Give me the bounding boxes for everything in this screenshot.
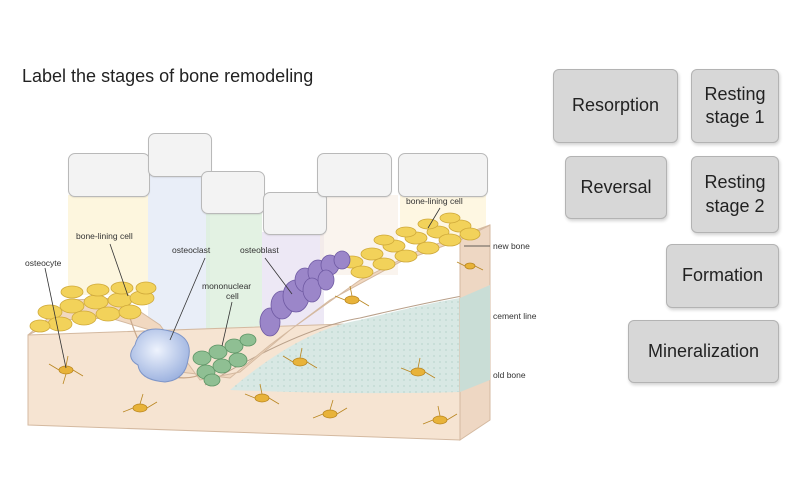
osteoclast-cell [130,328,190,383]
drop-zone-1[interactable] [68,153,150,197]
tile-reversal-label: Reversal [580,176,652,197]
drop-zone-6[interactable] [398,153,488,197]
lining-cells-right [340,212,481,279]
tile-resting-stage-2-line2: stage 2 [705,195,765,216]
page-title: Label the stages of bone remodeling [22,66,314,86]
tile-mineralization[interactable]: Mineralization [628,320,779,383]
drop-zone-4[interactable] [263,192,327,235]
tile-resting-stage-2-line1: Resting [704,172,766,193]
label-cement-line: cement line [493,311,537,321]
tile-resting-stage-2[interactable]: Resting stage 2 [691,156,779,233]
label-new-bone: new bone [493,241,530,251]
label-osteoblast: osteoblast [240,245,279,255]
drop-zone-5[interactable] [317,153,392,197]
tile-formation[interactable]: Formation [666,244,779,308]
leader-lines [44,207,490,369]
tile-resting-stage-1-line1: Resting [704,83,766,104]
label-old-bone: old bone [493,370,526,380]
osteocytes [48,261,484,425]
osteoblasts [259,250,351,337]
tile-formation-label: Formation [681,265,764,286]
lining-cells-left [29,281,157,333]
label-bone-lining-cell-left: bone-lining cell [76,231,133,241]
tile-resting-stage-1-line2: stage 1 [705,107,765,127]
label-mononuclear-line2: cell [226,291,239,301]
mononuclear-cells [192,333,257,387]
label-mononuclear-line1: mononuclear [202,281,251,291]
drop-zone-3[interactable] [201,171,265,214]
tile-reversal[interactable]: Reversal [565,156,667,219]
tile-resorption[interactable]: Resorption [553,69,678,143]
tile-mineralization-label: Mineralization [647,340,760,361]
tile-resorption-label: Resorption [571,95,660,116]
label-osteoclast: osteoclast [172,245,211,255]
label-osteocyte: osteocyte [25,258,62,268]
label-bone-lining-cell-right: bone-lining cell [406,196,463,206]
tile-resting-stage-1[interactable]: Resting stage 1 [691,69,779,143]
drop-zone-2[interactable] [148,133,212,177]
